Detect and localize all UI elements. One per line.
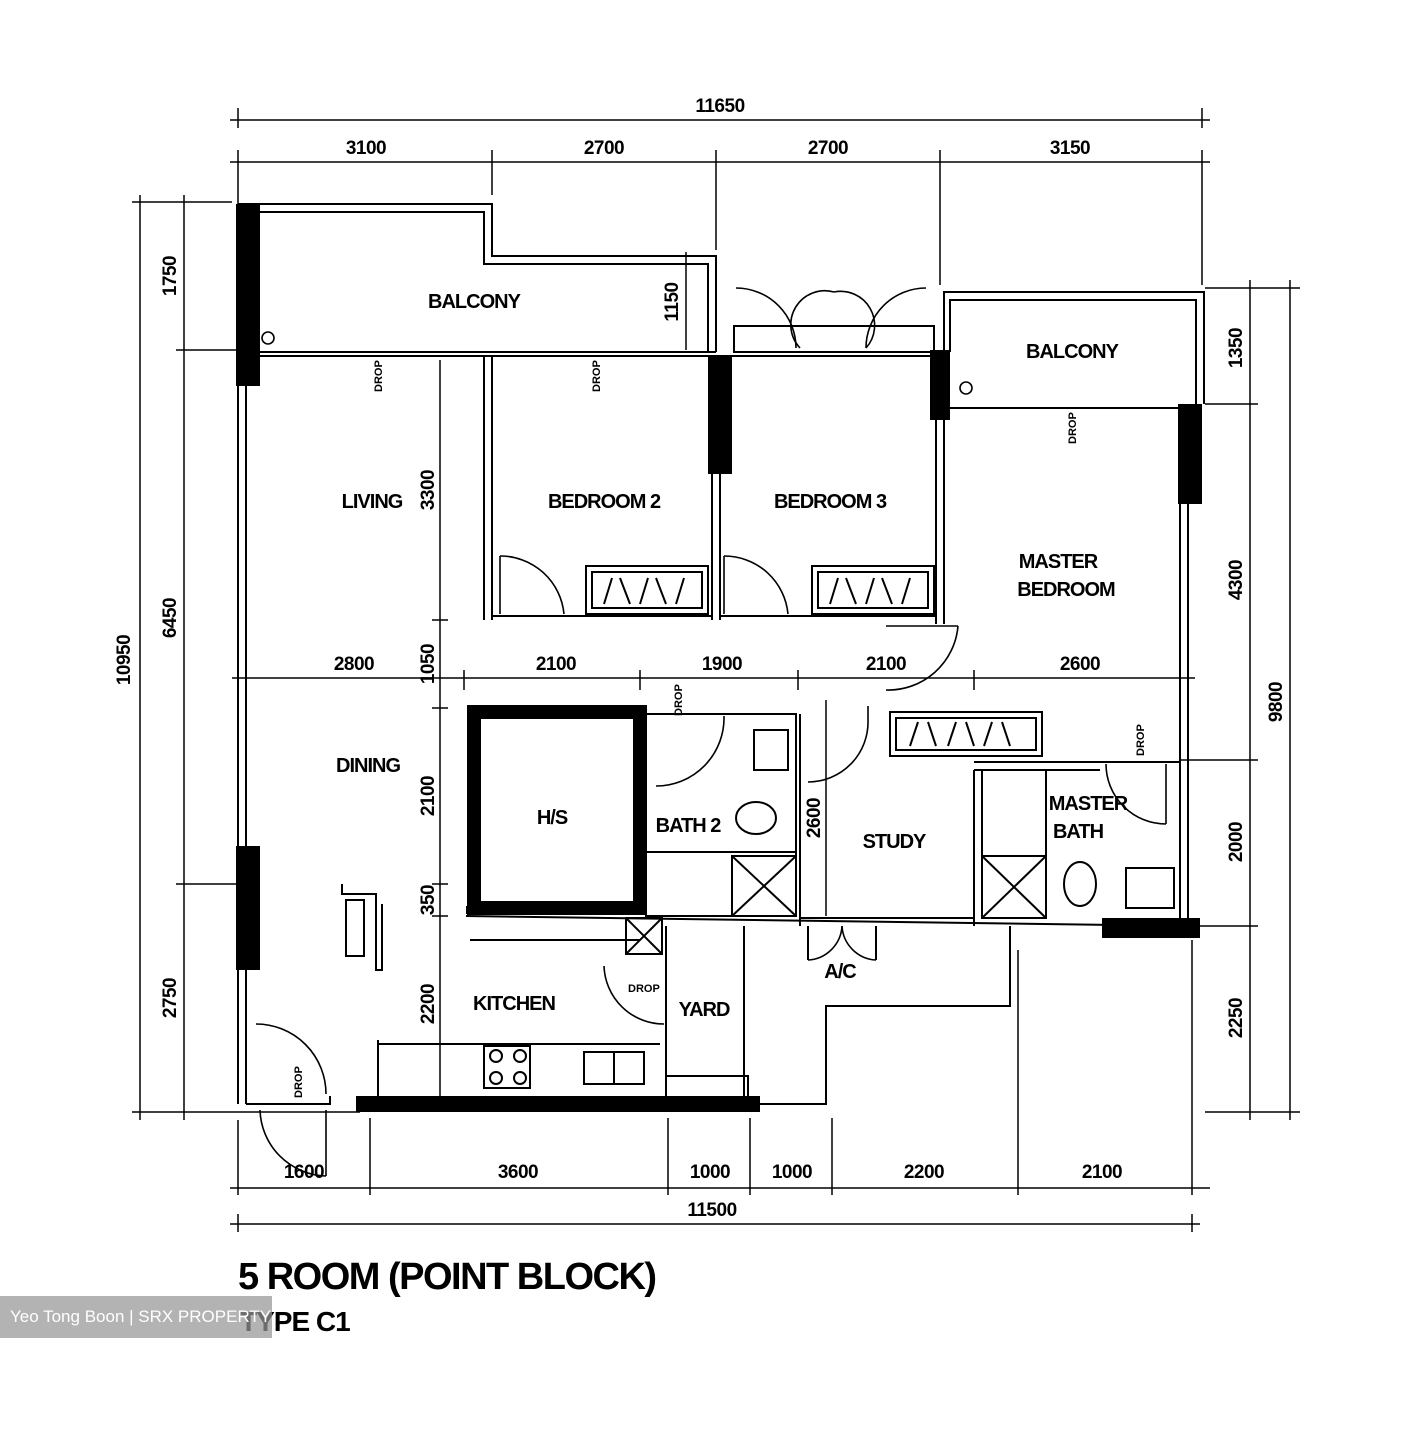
dim-inner-2200: 2200 xyxy=(418,984,439,1024)
dim-top-total: 11650 xyxy=(695,96,744,117)
dim-top-2: 2700 xyxy=(584,138,624,159)
dim-mid-3: 1900 xyxy=(702,654,742,675)
dim-top-1: 3100 xyxy=(346,138,386,159)
dimension-labels: 11650 3100 2700 2700 3150 1600 3600 1000… xyxy=(114,96,1287,1221)
dim-inner-2600: 2600 xyxy=(804,798,825,838)
room-label-study: STUDY xyxy=(863,831,927,853)
dim-mid-2: 2100 xyxy=(536,654,576,675)
door-swings xyxy=(255,287,1167,1177)
walls xyxy=(237,203,1205,1105)
dim-inner-3300: 3300 xyxy=(418,470,439,510)
room-label-master-bedroom-line2: BEDROOM xyxy=(1017,579,1115,601)
dim-bottom-total: 11500 xyxy=(687,1200,736,1221)
room-label-yard: YARD xyxy=(679,999,730,1021)
toilet-icon xyxy=(735,801,777,835)
drop-label: DROP xyxy=(1135,724,1147,756)
dim-right-total: 9800 xyxy=(1266,682,1287,722)
dim-mid-4: 2100 xyxy=(866,654,906,675)
dim-inner-1150: 1150 xyxy=(662,282,683,321)
dim-bottom-1: 1600 xyxy=(284,1162,324,1183)
room-label-balcony-right: BALCONY xyxy=(1026,341,1120,363)
dim-mid-5: 2600 xyxy=(1060,654,1100,675)
room-label-bedroom-2: BEDROOM 2 xyxy=(548,491,661,513)
dim-inner-1050: 1050 xyxy=(418,644,439,684)
dim-right-1: 1350 xyxy=(1226,328,1247,368)
wardrobe-hatching xyxy=(603,577,1011,747)
dim-left-1: 1750 xyxy=(160,256,181,296)
dim-left-3: 2750 xyxy=(160,978,181,1018)
room-label-hs: H/S xyxy=(537,807,568,829)
room-labels: BALCONY BALCONY LIVING BEDROOM 2 BEDROOM… xyxy=(336,291,1130,1021)
drop-label: DROP xyxy=(673,684,685,716)
room-label-master-bedroom-line1: MASTER xyxy=(1019,551,1099,573)
plan-title: 5 ROOM (POINT BLOCK) xyxy=(238,1256,657,1298)
room-label-living: LIVING xyxy=(342,491,403,513)
room-label-master-bath-line2: BATH xyxy=(1053,821,1104,843)
watermark-label: Yeo Tong Boon | SRX PROPERTY xyxy=(0,1296,272,1338)
room-label-bath-2: BATH 2 xyxy=(656,815,722,837)
room-label-bedroom-3: BEDROOM 3 xyxy=(774,491,887,513)
dim-bottom-5: 2200 xyxy=(904,1162,944,1183)
dim-left-total: 10950 xyxy=(114,635,135,685)
room-label-master-bath-line1: MASTER xyxy=(1049,793,1129,815)
room-label-balcony-left: BALCONY xyxy=(428,291,522,313)
dim-inner-350: 350 xyxy=(418,885,439,915)
drop-labels: DROP DROP DROP DROP DROP DROP DROP xyxy=(293,360,1147,1098)
dim-right-3: 2000 xyxy=(1226,822,1247,862)
drop-label: DROP xyxy=(373,360,385,392)
dim-bottom-4: 1000 xyxy=(772,1162,812,1183)
drop-label: DROP xyxy=(1067,412,1079,444)
dim-inner-2100: 2100 xyxy=(418,776,439,816)
room-label-kitchen: KITCHEN xyxy=(473,993,555,1015)
dim-left-2: 6450 xyxy=(160,598,181,638)
dim-bottom-3: 1000 xyxy=(690,1162,730,1183)
dimension-lines xyxy=(132,108,1300,1232)
drop-label: DROP xyxy=(293,1066,305,1098)
room-label-dining: DINING xyxy=(336,755,400,777)
dim-right-2: 4300 xyxy=(1226,560,1247,600)
structural-walls xyxy=(236,204,1202,1112)
dim-top-4: 3150 xyxy=(1050,138,1090,159)
dim-mid-1: 2800 xyxy=(334,654,374,675)
dim-right-4: 2250 xyxy=(1226,998,1247,1038)
dim-bottom-6: 2100 xyxy=(1082,1162,1122,1183)
drop-label: DROP xyxy=(591,360,603,392)
dim-bottom-2: 3600 xyxy=(498,1162,538,1183)
dim-top-3: 2700 xyxy=(808,138,848,159)
drop-label: DROP xyxy=(628,983,660,995)
room-label-ac: A/C xyxy=(824,961,856,983)
